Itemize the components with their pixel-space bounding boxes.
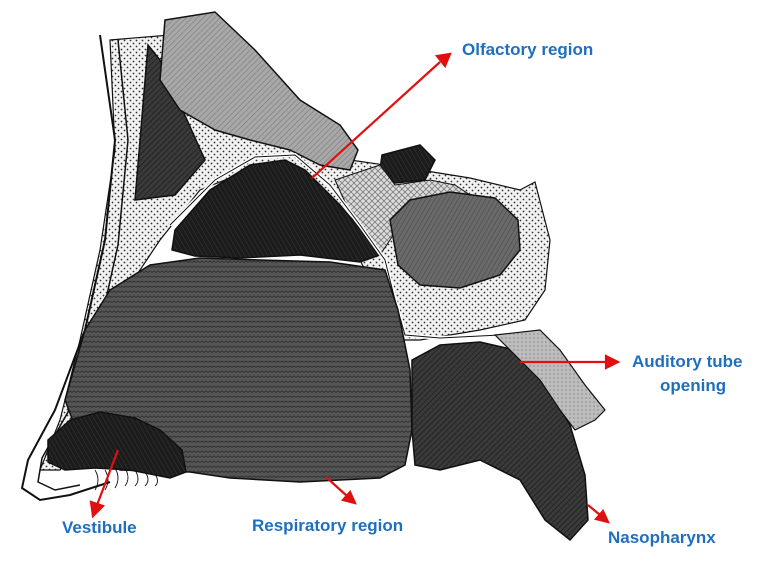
vestibule-arrowhead [91, 502, 103, 516]
auditory-tube-label-line1: Auditory tube [632, 352, 743, 372]
auditory-arrowhead [606, 356, 618, 368]
olfactory-region-label: Olfactory region [462, 40, 593, 60]
nasopharynx-arrow [588, 505, 600, 515]
auditory-tube-label-line2: opening [660, 376, 726, 396]
respiratory-region-label: Respiratory region [252, 516, 403, 536]
nasopharynx-label: Nasopharynx [608, 528, 716, 548]
vestibule-label: Vestibule [62, 518, 137, 538]
sphenoid-body [390, 192, 520, 288]
